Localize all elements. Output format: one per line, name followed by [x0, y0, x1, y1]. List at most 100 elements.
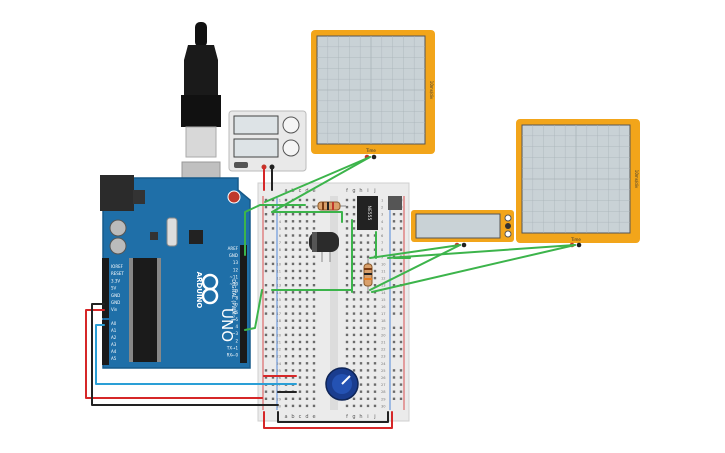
hole[interactable] — [312, 376, 316, 379]
hole[interactable] — [359, 312, 363, 315]
rail-hole[interactable] — [271, 340, 275, 344]
hole[interactable] — [284, 269, 288, 273]
rail-hole[interactable] — [399, 305, 403, 308]
wires[interactable] — [85, 156, 576, 429]
hole[interactable] — [366, 347, 370, 351]
rail-hole[interactable] — [271, 347, 275, 351]
hole[interactable] — [298, 319, 302, 322]
rail-hole[interactable] — [264, 255, 268, 258]
hole[interactable] — [345, 227, 349, 230]
potentiometer[interactable] — [325, 367, 359, 401]
power-switch[interactable] — [234, 162, 248, 168]
hole[interactable] — [345, 255, 349, 258]
hole[interactable] — [305, 390, 309, 393]
multimeter-mode-a[interactable] — [504, 214, 512, 222]
rail-hole[interactable] — [271, 355, 275, 358]
hole[interactable] — [305, 312, 309, 315]
hole[interactable] — [345, 276, 349, 280]
rail-hole[interactable] — [271, 255, 275, 258]
hole[interactable] — [312, 319, 316, 322]
rail-hole[interactable] — [392, 312, 396, 315]
hole[interactable] — [366, 326, 370, 329]
rail-hole[interactable] — [399, 369, 403, 372]
hole[interactable] — [284, 340, 288, 344]
hole[interactable] — [345, 305, 349, 308]
rail-hole[interactable] — [264, 269, 268, 273]
hole[interactable] — [359, 383, 363, 386]
rail-hole[interactable] — [399, 333, 403, 337]
rail-hole[interactable] — [392, 227, 396, 230]
hole[interactable] — [291, 362, 295, 365]
rail-hole[interactable] — [271, 305, 275, 308]
hole[interactable] — [312, 255, 316, 258]
hole[interactable] — [345, 248, 349, 251]
hole[interactable] — [284, 404, 288, 408]
hole[interactable] — [291, 326, 295, 329]
hole[interactable] — [352, 220, 356, 223]
wire-black-gnd[interactable] — [91, 303, 279, 406]
rail-hole[interactable] — [271, 376, 275, 379]
multimeter-mode-b[interactable] — [505, 223, 511, 229]
hole[interactable] — [345, 234, 349, 237]
hole[interactable] — [359, 376, 363, 379]
hole[interactable] — [373, 383, 377, 386]
rail-hole[interactable] — [264, 284, 268, 287]
rail-hole[interactable] — [271, 369, 275, 372]
hole[interactable] — [352, 262, 356, 266]
hole[interactable] — [373, 305, 377, 308]
hole[interactable] — [305, 284, 309, 287]
hole[interactable] — [373, 347, 377, 351]
rail-hole[interactable] — [392, 355, 396, 358]
rail-hole[interactable] — [399, 241, 403, 244]
scope-2-probe-neg[interactable] — [576, 242, 582, 248]
hole[interactable] — [366, 369, 370, 372]
hole[interactable] — [366, 340, 370, 344]
rail-hole[interactable] — [271, 291, 275, 294]
hole[interactable] — [284, 276, 288, 280]
rail-hole[interactable] — [271, 227, 275, 230]
hole[interactable] — [284, 248, 288, 251]
hole[interactable] — [366, 291, 370, 294]
hole[interactable] — [298, 262, 302, 266]
rail-hole[interactable] — [399, 383, 403, 386]
hole[interactable] — [366, 397, 370, 400]
hole[interactable] — [345, 241, 349, 244]
hole[interactable] — [298, 355, 302, 358]
hole[interactable] — [305, 383, 309, 386]
hole[interactable] — [373, 319, 377, 322]
wire-green-scope1-a[interactable] — [264, 156, 371, 203]
rail-hole[interactable] — [392, 397, 396, 400]
rail-hole[interactable] — [264, 298, 268, 301]
hole[interactable] — [312, 205, 316, 209]
hole[interactable] — [284, 312, 288, 315]
hole[interactable] — [345, 340, 349, 344]
rail-hole[interactable] — [264, 227, 268, 230]
hole[interactable] — [305, 205, 309, 209]
wire-red-bottom[interactable] — [263, 411, 393, 429]
hole[interactable] — [373, 276, 377, 280]
rail-hole[interactable] — [392, 298, 396, 301]
rail-hole[interactable] — [392, 369, 396, 372]
rail-hole[interactable] — [271, 390, 275, 393]
hole[interactable] — [373, 376, 377, 379]
rail-hole[interactable] — [264, 369, 268, 372]
rail-hole[interactable] — [264, 333, 268, 337]
hole[interactable] — [352, 234, 356, 237]
ne555-chip[interactable]: NE555 — [357, 196, 378, 230]
hole[interactable] — [345, 347, 349, 351]
rail-hole[interactable] — [392, 305, 396, 308]
hole[interactable] — [352, 369, 356, 372]
multimeter-probe-neg[interactable] — [461, 242, 467, 248]
hole[interactable] — [373, 269, 377, 273]
hole[interactable] — [305, 269, 309, 273]
hole[interactable] — [305, 362, 309, 365]
hole[interactable] — [352, 319, 356, 322]
hole[interactable] — [298, 397, 302, 400]
rail-hole[interactable] — [271, 198, 275, 202]
hole[interactable] — [359, 397, 363, 400]
hole[interactable] — [284, 227, 288, 230]
hole[interactable] — [359, 305, 363, 308]
hole[interactable] — [366, 255, 370, 258]
hole[interactable] — [345, 404, 349, 408]
hole[interactable] — [359, 333, 363, 337]
